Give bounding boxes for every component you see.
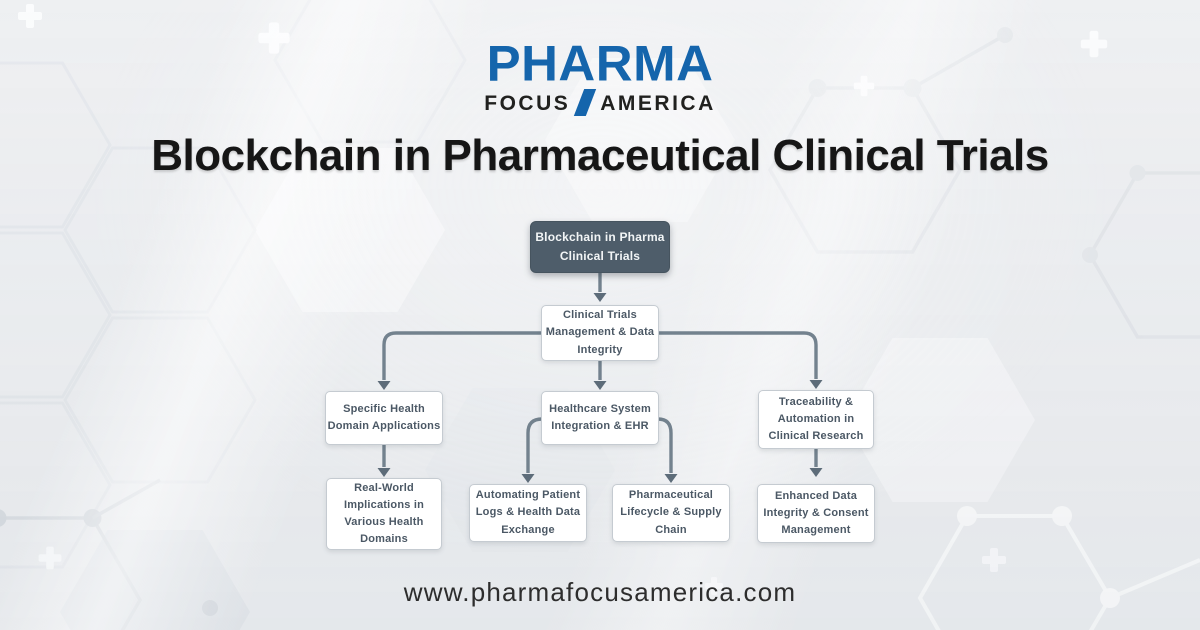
- node-enhanced-data-integrity: Enhanced Data Integrity & Consent Manage…: [757, 484, 875, 543]
- node-automating-patient-logs: Automating Patient Logs & Health Data Ex…: [469, 484, 587, 542]
- node-specific-health-domain-applications: Specific Health Domain Applications: [325, 391, 443, 445]
- node-blockchain-in-pharma-clinical-trials: Blockchain in Pharma Clinical Trials: [530, 221, 670, 273]
- node-clinical-trials-management: Clinical Trials Management & Data Integr…: [541, 305, 659, 361]
- arrowhead-icon: [664, 474, 678, 483]
- connector-edge-l3b-l4c: [657, 417, 673, 473]
- arrowhead-icon: [593, 381, 607, 390]
- node-real-world-implications: Real-World Implications in Various Healt…: [326, 478, 442, 550]
- node-traceability-automation: Traceability & Automation in Clinical Re…: [758, 390, 874, 449]
- node-healthcare-system-integration: Healthcare System Integration & EHR: [541, 391, 659, 445]
- arrowhead-icon: [521, 474, 535, 483]
- arrowhead-icon: [809, 468, 823, 477]
- node-pharmaceutical-lifecycle: Pharmaceutical Lifecycle & Supply Chain: [612, 484, 730, 542]
- arrowhead-icon: [377, 381, 391, 390]
- connector-edge-l2-l3a: [382, 331, 541, 380]
- arrowhead-icon: [809, 380, 823, 389]
- arrowhead-icon: [377, 468, 391, 477]
- connector-edge-l2-l3c: [659, 331, 818, 379]
- website-url: www.pharmafocusamerica.com: [403, 577, 797, 607]
- arrowhead-icon: [593, 293, 607, 302]
- connector-edge-l3b-l4b: [526, 417, 543, 473]
